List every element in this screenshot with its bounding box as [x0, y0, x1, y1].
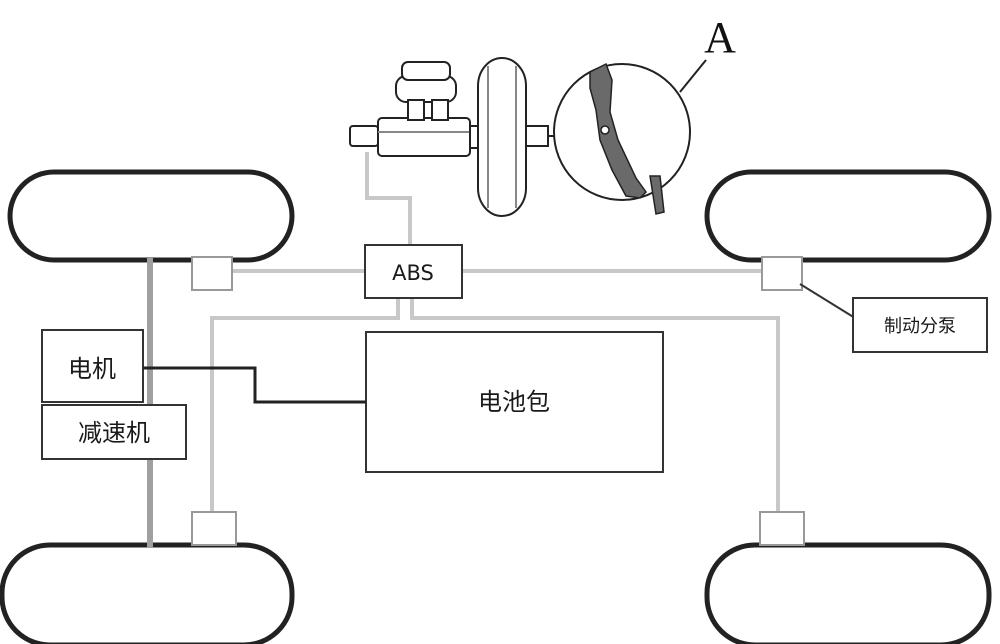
- wheel-cylinder-front-right: [761, 256, 803, 291]
- wheel-cylinder-leader: [799, 283, 856, 319]
- wheel-cylinder-rear-left: [191, 511, 237, 546]
- reducer-box: [41, 404, 187, 460]
- wheel-cylinder-label: 制动分泵: [884, 316, 956, 337]
- battery-pack-label: 电池包: [478, 388, 550, 416]
- brake-lines: [210, 152, 780, 514]
- wheel-front-right: [704, 169, 992, 263]
- detail-callout-label: A: [704, 13, 736, 62]
- motor-battery-wire: [143, 366, 366, 404]
- brake-pedal-icon: [589, 62, 665, 215]
- brake-booster-icon: [477, 57, 549, 217]
- wheel-cylinder-front-left: [191, 256, 233, 291]
- wheel-cylinder-rear-right: [759, 511, 805, 546]
- wheel-rear-right: [704, 542, 992, 644]
- wheel-cylinder-callout-box: [852, 297, 988, 353]
- master-cylinder-icon: [349, 61, 481, 157]
- wheel-front-left: [7, 169, 295, 263]
- motor-label: 电机: [68, 355, 116, 383]
- abs-label: ABS: [392, 261, 434, 285]
- wheel-rear-left: [0, 542, 295, 644]
- motor-box: [41, 329, 144, 403]
- detail-callout-leader: [679, 59, 707, 93]
- reducer-label: 减速机: [78, 419, 150, 447]
- detail-circle-a: [553, 63, 691, 201]
- abs-box: [364, 244, 463, 299]
